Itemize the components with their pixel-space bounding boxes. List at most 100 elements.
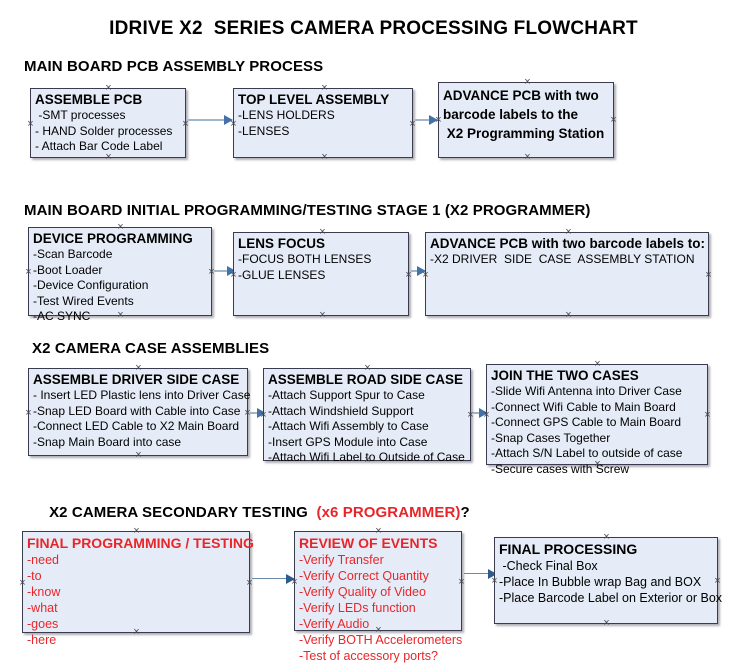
section-heading-4: X2 CAMERA SECONDARY TESTING (x6 PROGRAMM… bbox=[32, 487, 470, 538]
node-line: -X2 DRIVER SIDE CASE ASSEMBLY STATION bbox=[430, 252, 695, 266]
node-title: ADVANCE PCB with two bbox=[443, 88, 599, 103]
node-line: -Secure cases with Screw bbox=[491, 461, 630, 476]
node-line: -SMT processes bbox=[35, 108, 126, 122]
node-line: -Insert GPS Module into Case bbox=[268, 434, 428, 449]
arrow-head-icon bbox=[417, 266, 426, 276]
node-line: -GLUE LENSES bbox=[238, 267, 326, 282]
node-line: -Attach Windshield Support bbox=[268, 403, 414, 418]
node-line: -know bbox=[27, 585, 61, 599]
node-line: -Attach Support Spur to Case bbox=[268, 388, 425, 402]
connector-review-to-final-processing bbox=[464, 568, 497, 579]
node-title: TOP LEVEL ASSEMBLY bbox=[238, 92, 390, 107]
node-line: -AC SYNC bbox=[33, 309, 91, 323]
resize-handle-bottom[interactable] bbox=[318, 311, 327, 320]
node-title: FINAL PROGRAMMING / TESTING bbox=[27, 535, 254, 551]
node-line: -Place Barcode Label on Exterior or Box bbox=[499, 591, 723, 605]
node-line: -need bbox=[27, 553, 59, 567]
node-line: -Connect GPS Cable to Main Board bbox=[491, 415, 682, 429]
connector-pcb-to-top-level bbox=[188, 115, 233, 125]
node-line: -Verify Quality of Video bbox=[299, 585, 426, 599]
arrow-head-icon bbox=[257, 408, 266, 418]
connector-top-level-to-advance bbox=[415, 115, 438, 125]
node-line: -Verify BOTH Accelerometers bbox=[299, 633, 463, 647]
node-title: ASSEMBLE ROAD SIDE CASE bbox=[268, 372, 464, 387]
resize-handle-bottom[interactable] bbox=[564, 311, 573, 320]
node-assemble-pcb[interactable]: ASSEMBLE PCB -SMT processes - HAND Solde… bbox=[30, 88, 186, 158]
section-heading-4-tail: ? bbox=[460, 504, 470, 521]
node-device-programming[interactable]: DEVICE PROGRAMMING -Scan Barcode -Boot L… bbox=[28, 227, 212, 323]
node-line: -Slide Wifi Antenna into Driver Case bbox=[491, 384, 682, 398]
node-final-processing[interactable]: FINAL PROCESSING -Check Final Box -Place… bbox=[494, 537, 723, 624]
node-body: ASSEMBLE DRIVER SIDE CASE - Insert LED P… bbox=[29, 369, 251, 450]
node-title: LENS FOCUS bbox=[238, 236, 326, 251]
connector-device-to-lens-focus bbox=[214, 266, 236, 276]
node-title: ASSEMBLE DRIVER SIDE CASE bbox=[33, 372, 240, 387]
arrow-head-icon bbox=[224, 115, 233, 125]
node-body: FINAL PROGRAMMING / TESTING -need -to -k… bbox=[23, 532, 254, 648]
connector-lens-focus-to-advance bbox=[411, 266, 426, 276]
node-body: JOIN THE TWO CASES -Slide Wifi Antenna i… bbox=[487, 365, 707, 477]
node-line: -Connect Wifi Cable to Main Board bbox=[491, 399, 676, 414]
resize-handle-bottom[interactable] bbox=[523, 153, 532, 162]
resize-handle-right[interactable] bbox=[704, 271, 713, 280]
node-title: ADVANCE PCB with two barcode labels to: bbox=[430, 236, 706, 251]
node-assemble-driver-side-case[interactable]: ASSEMBLE DRIVER SIDE CASE - Insert LED P… bbox=[28, 368, 251, 456]
node-body: DEVICE PROGRAMMING -Scan Barcode -Boot L… bbox=[29, 228, 211, 325]
node-line: -Check Final Box bbox=[499, 559, 598, 573]
node-line: -LENSES bbox=[238, 123, 290, 138]
node-line: -Attach Wifi Assembly to Case bbox=[268, 419, 429, 433]
node-line-overflow: -Test of accessory ports? bbox=[299, 649, 438, 663]
arrow-head-icon bbox=[488, 568, 497, 579]
section-heading-2: MAIN BOARD INITIAL PROGRAMMING/TESTING S… bbox=[24, 202, 591, 219]
node-line: -Boot Loader bbox=[33, 262, 103, 277]
node-line: -Attach Wifi Label to Outside of Case bbox=[268, 450, 465, 464]
node-body: REVIEW OF EVENTS -Verify Transfer -Verif… bbox=[295, 532, 463, 664]
node-lens-focus[interactable]: LENS FOCUS -FOCUS BOTH LENSES -GLUE LENS… bbox=[233, 232, 409, 316]
node-final-programming-testing[interactable]: FINAL PROGRAMMING / TESTING -need -to -k… bbox=[22, 531, 254, 647]
node-line: -goes bbox=[27, 617, 59, 631]
node-line: - Attach Bar Code Label bbox=[35, 139, 163, 153]
node-body: FINAL PROCESSING -Check Final Box -Place… bbox=[495, 538, 723, 606]
node-line: -Test Wired Events bbox=[33, 293, 134, 308]
node-line: -FOCUS BOTH LENSES bbox=[238, 252, 372, 266]
arrow-head-icon bbox=[479, 408, 488, 418]
node-title: JOIN THE TWO CASES bbox=[491, 368, 639, 383]
node-body: ADVANCE PCB with two barcode labels to: … bbox=[426, 233, 708, 268]
resize-handle-bottom[interactable] bbox=[320, 153, 329, 162]
node-title: FINAL PROCESSING bbox=[499, 541, 638, 557]
node-line: -to bbox=[27, 569, 42, 583]
resize-handle-bottom[interactable] bbox=[134, 451, 143, 460]
section-heading-4-main: X2 CAMERA SECONDARY TESTING bbox=[49, 504, 317, 521]
resize-handle-bottom[interactable] bbox=[602, 619, 611, 628]
arrow-head-icon bbox=[429, 115, 438, 125]
node-join-the-two-cases[interactable]: JOIN THE TWO CASES -Slide Wifi Antenna i… bbox=[486, 364, 708, 476]
arrow-head-icon bbox=[286, 573, 295, 584]
node-assemble-road-side-case[interactable]: ASSEMBLE ROAD SIDE CASE -Attach Support … bbox=[263, 368, 471, 464]
section-heading-1: MAIN BOARD PCB ASSEMBLY PROCESS bbox=[24, 58, 324, 75]
node-line: -what bbox=[27, 601, 58, 615]
section-heading-4-accent: (x6 PROGRAMMER) bbox=[316, 504, 461, 521]
node-top-level-assembly[interactable]: TOP LEVEL ASSEMBLY -LENS HOLDERS -LENSES bbox=[233, 88, 413, 158]
node-line: -here bbox=[27, 633, 57, 647]
connector-driver-case-to-road-case bbox=[250, 408, 266, 418]
node-advance-pcb-programming-station[interactable]: ADVANCE PCB with two barcode labels to t… bbox=[438, 82, 614, 158]
connector-road-case-to-join-cases bbox=[473, 408, 488, 418]
node-review-of-events[interactable]: REVIEW OF EVENTS -Verify Transfer -Verif… bbox=[294, 531, 462, 663]
node-body: ASSEMBLE ROAD SIDE CASE -Attach Support … bbox=[264, 369, 470, 466]
node-title-line: barcode labels to the bbox=[443, 107, 579, 122]
node-line: -Attach S/N Label to outside of case bbox=[491, 446, 683, 460]
node-body: ASSEMBLE PCB -SMT processes - HAND Solde… bbox=[31, 89, 185, 155]
node-body: LENS FOCUS -FOCUS BOTH LENSES -GLUE LENS… bbox=[234, 233, 408, 283]
node-line: -Snap LED Board with Cable into Case bbox=[33, 403, 241, 418]
section-heading-3: X2 CAMERA CASE ASSEMBLIES bbox=[32, 340, 270, 357]
node-line: - Insert LED Plastic lens into Driver Ca… bbox=[33, 388, 251, 402]
node-line: -LENS HOLDERS bbox=[238, 108, 335, 122]
node-title: REVIEW OF EVENTS bbox=[299, 535, 438, 551]
node-line: -Verify Audio bbox=[299, 617, 370, 631]
node-title-line: X2 Programming Station bbox=[443, 126, 605, 141]
node-line: -Verify Correct Quantity bbox=[299, 569, 429, 583]
node-advance-pcb-driver-side[interactable]: ADVANCE PCB with two barcode labels to: … bbox=[425, 232, 709, 316]
node-line: -Connect LED Cable to X2 Main Board bbox=[33, 419, 240, 433]
node-body: TOP LEVEL ASSEMBLY -LENS HOLDERS -LENSES bbox=[234, 89, 412, 139]
